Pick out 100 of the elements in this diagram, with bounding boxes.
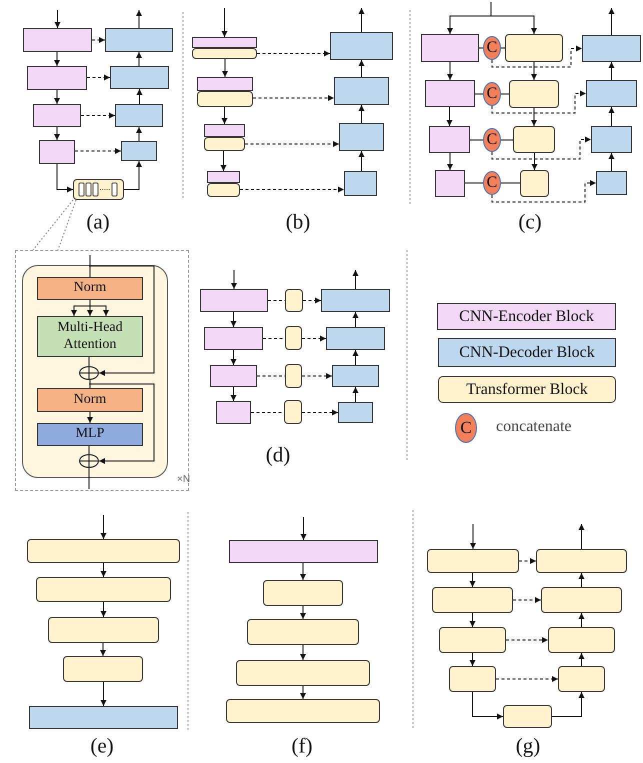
arrow	[470, 524, 476, 550]
transformer-block	[192, 48, 257, 59]
arrow	[80, 112, 116, 118]
encoder-block	[421, 34, 479, 62]
arrow	[230, 350, 236, 366]
arrow	[470, 612, 476, 628]
encoder-block	[204, 327, 263, 350]
decoder-block	[330, 32, 393, 60]
arrow	[552, 692, 584, 717]
transformer-block	[513, 126, 555, 153]
mlp-layer: MLP	[37, 423, 143, 446]
encoder-block	[429, 126, 470, 153]
arrow	[578, 652, 584, 666]
arrow	[252, 95, 334, 101]
arrow	[88, 384, 154, 464]
connector-line	[262, 338, 286, 339]
encoder-block	[39, 140, 75, 164]
decoder-block	[121, 141, 157, 161]
arrow	[492, 180, 596, 202]
encoder-block	[216, 401, 251, 424]
transformer-block	[63, 656, 143, 682]
transformer-block	[73, 179, 124, 200]
panel-label: (c)	[518, 210, 542, 234]
arrow	[54, 126, 60, 140]
arrow	[54, 90, 60, 104]
panel-label: (f)	[292, 734, 312, 758]
arrow	[518, 558, 536, 564]
arrow	[100, 514, 106, 540]
transformer-block	[449, 666, 496, 692]
arrow	[302, 298, 322, 304]
encoder-block	[197, 77, 253, 91]
decoder-block	[334, 77, 389, 105]
arrow	[496, 676, 558, 682]
panel-label: (a)	[86, 210, 110, 234]
legend-text: Transformer Block	[466, 380, 588, 398]
decoder-block	[344, 171, 377, 196]
concat-circle: C	[483, 82, 501, 106]
transformer-block	[247, 619, 359, 645]
connector-line	[250, 412, 284, 413]
arrow	[512, 597, 542, 603]
add-circle	[79, 454, 99, 468]
decoder-block	[339, 123, 384, 151]
arrow	[88, 266, 154, 376]
arrow	[492, 46, 582, 68]
arrow	[240, 186, 344, 192]
arrow	[92, 37, 106, 43]
connector-line	[268, 300, 286, 301]
arrow	[300, 562, 306, 580]
transformer-block	[263, 580, 343, 606]
arrow	[352, 350, 358, 366]
connector-line	[88, 446, 90, 454]
transformer-block	[236, 660, 370, 686]
norm-layer: Norm	[37, 388, 143, 412]
legend-text: CNN-Decoder Block	[459, 344, 595, 362]
arrow	[136, 88, 142, 104]
norm-layer: Norm	[37, 277, 143, 300]
arrow	[532, 152, 538, 170]
arrow	[358, 150, 364, 172]
arrow	[136, 126, 142, 142]
arrow	[230, 386, 236, 402]
leader-line	[32, 200, 74, 250]
connector-line	[500, 182, 520, 184]
encoder-block	[425, 80, 475, 107]
arrow	[220, 150, 226, 172]
decoder-block	[115, 104, 163, 127]
arrow	[124, 160, 142, 190]
arrow	[447, 152, 453, 170]
arrow	[100, 642, 106, 656]
transformer-block	[226, 699, 380, 723]
panel-label: (e)	[90, 734, 114, 758]
transformer-block	[427, 549, 519, 573]
arrow	[100, 602, 106, 618]
transformer-block	[197, 91, 253, 107]
arrow	[608, 62, 614, 80]
arrow	[302, 410, 338, 416]
arrow	[506, 637, 548, 643]
leader-line	[58, 200, 76, 250]
arrow	[300, 644, 306, 660]
arrow	[608, 106, 614, 126]
encoder-block	[192, 37, 257, 48]
arrow	[222, 58, 228, 78]
decoder-block	[321, 289, 390, 312]
transformer-block	[503, 705, 552, 728]
transformer-block	[548, 627, 615, 653]
arrow	[358, 8, 364, 32]
decoder-block	[110, 66, 169, 89]
arrow	[302, 373, 332, 379]
transformer-block	[285, 364, 302, 388]
transformer-block	[541, 587, 622, 613]
decoder-block	[29, 706, 178, 729]
arrow	[492, 136, 592, 160]
arrow	[470, 652, 476, 666]
arrow	[100, 562, 106, 578]
arrow	[490, 2, 537, 34]
arrow	[578, 612, 584, 628]
transformer-block	[505, 34, 563, 62]
transformer-block	[285, 326, 302, 350]
arrow	[358, 104, 364, 124]
arrow	[74, 148, 122, 154]
transformer-block	[520, 170, 549, 197]
